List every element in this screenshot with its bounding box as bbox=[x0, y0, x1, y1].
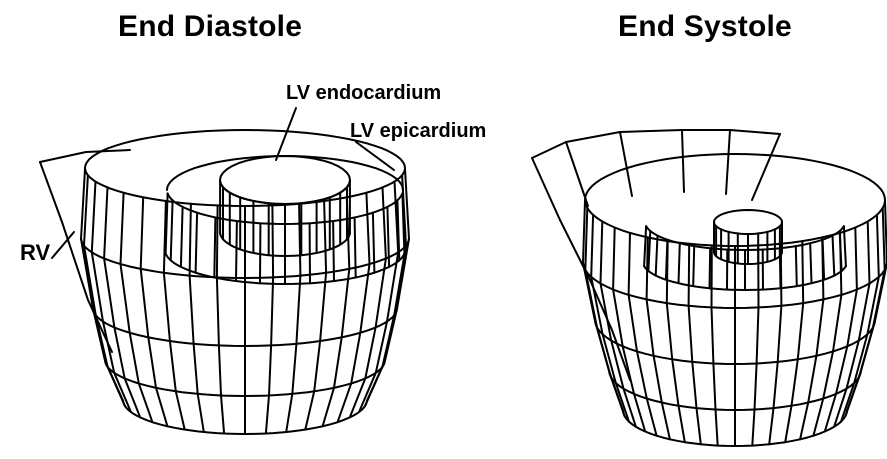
systole-epi-top-back-rim bbox=[585, 154, 885, 200]
systole-mid-strut-2 bbox=[833, 236, 835, 276]
end-diastole-mesh bbox=[40, 130, 409, 434]
systole-rv-outer-edge bbox=[532, 158, 630, 380]
diastole-epi-ring-0 bbox=[85, 169, 405, 206]
systole-epi-strut-5 bbox=[813, 233, 841, 436]
systole-epi-strut-20 bbox=[583, 201, 623, 411]
systole-mid-strut-14 bbox=[656, 236, 658, 276]
systole-rv-strut-3 bbox=[726, 130, 730, 194]
systole-epi-strut-7 bbox=[785, 241, 803, 442]
systole-epi-strut-0 bbox=[847, 201, 887, 411]
systole-mid-strut-11 bbox=[693, 246, 694, 286]
diastole-rv-top-edge bbox=[40, 150, 130, 162]
diastole-mid-strut-9 bbox=[236, 221, 237, 281]
systole-mid-strut-12 bbox=[679, 243, 680, 283]
endocardium-leader-line bbox=[276, 108, 296, 160]
systole-epi-strut-15 bbox=[629, 233, 657, 436]
systole-rv-strut-0 bbox=[566, 142, 588, 206]
diastole-mid-strut-12 bbox=[181, 207, 183, 267]
systole-rv-strut-2 bbox=[682, 130, 684, 192]
systole-endo-top-back-rim bbox=[714, 210, 782, 222]
systole-mid-strut-0 bbox=[844, 226, 846, 266]
diastole-mid-wall-back bbox=[167, 156, 403, 190]
systole-rv-strut-1 bbox=[620, 132, 632, 196]
diastole-epi-strut-5 bbox=[323, 197, 350, 426]
systole-epi-strut-11 bbox=[712, 245, 718, 445]
diastole-mid-strut-4 bbox=[355, 218, 356, 278]
diastole-mid-strut-5 bbox=[333, 221, 334, 281]
diastole-epi-strut-7 bbox=[286, 204, 300, 432]
systole-mid-strut-16 bbox=[644, 226, 646, 266]
systole-mid-strut-5 bbox=[796, 246, 797, 286]
systole-epi-strut-12 bbox=[689, 244, 701, 444]
systole-mid-strut-4 bbox=[810, 243, 811, 283]
diastole-epi-strut-13 bbox=[141, 197, 168, 426]
diastole-mid-strut-10 bbox=[214, 218, 215, 278]
diastole-epi-strut-4 bbox=[338, 193, 370, 422]
systole-epi-strut-13 bbox=[667, 241, 685, 442]
systole-mid-strut-10 bbox=[710, 248, 711, 288]
systole-epi-strut-9 bbox=[752, 245, 758, 445]
diastole-mid-strut-13 bbox=[171, 200, 173, 260]
diastole-epi-strut-14 bbox=[121, 193, 153, 422]
systole-rv-right-edge bbox=[752, 134, 780, 200]
end-systole-mesh bbox=[532, 130, 887, 446]
diastole-mid-strut-11 bbox=[196, 213, 198, 273]
systole-endo-ring-0 bbox=[714, 223, 782, 234]
